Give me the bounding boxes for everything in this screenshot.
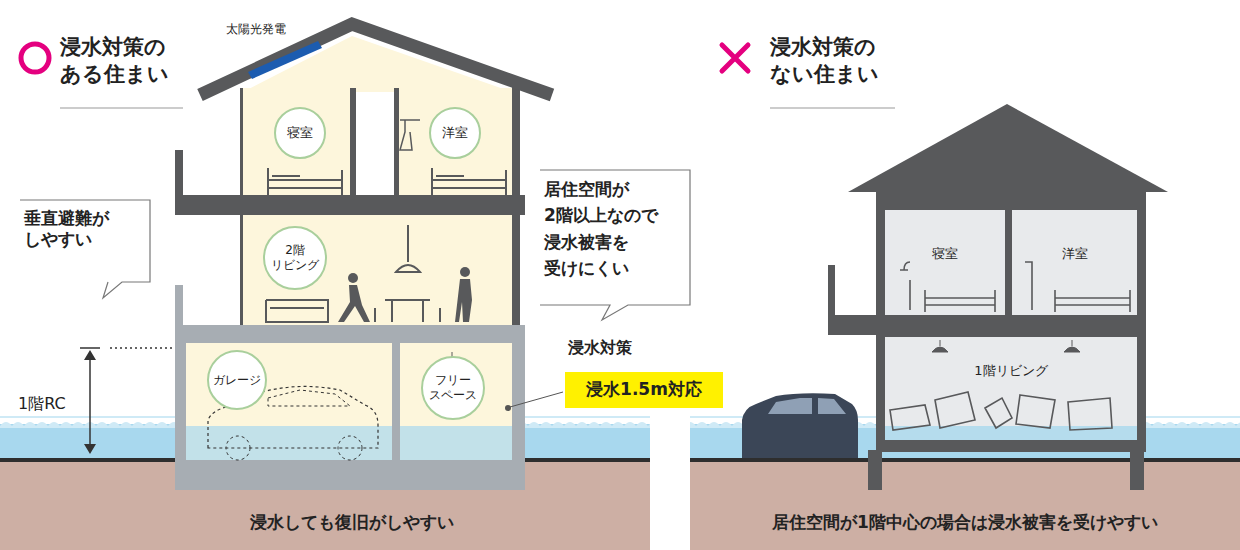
node-text: 垂直避難が しやすい bbox=[24, 208, 119, 251]
underline bbox=[770, 108, 895, 109]
room-box: 寝室 bbox=[885, 210, 1005, 262]
wall bbox=[350, 88, 356, 196]
node-text: 居住空間が 2階以上なので 浸水被害を 受けにくい bbox=[544, 176, 670, 281]
rc-floor bbox=[175, 325, 525, 490]
pillar bbox=[1130, 450, 1144, 490]
underline bbox=[60, 108, 183, 109]
pillar bbox=[868, 450, 882, 490]
wheel bbox=[338, 436, 362, 460]
inner-water bbox=[186, 426, 392, 460]
car bbox=[742, 393, 858, 458]
car-window bbox=[768, 398, 846, 414]
callout-box: 居住空間が 2階以上なので 浸水被害を 受けにくい bbox=[544, 176, 684, 301]
leader-dot bbox=[505, 405, 511, 411]
solar-panel bbox=[248, 41, 322, 79]
node-text: 2階 リビング bbox=[269, 243, 321, 273]
roof bbox=[848, 104, 1168, 192]
free-room bbox=[400, 343, 512, 460]
western-room bbox=[398, 88, 512, 196]
node-text: 寝室 bbox=[287, 125, 313, 141]
room-box: 1階リビング bbox=[885, 337, 1137, 379]
bedroom bbox=[243, 88, 350, 196]
node-text: 浸水1.5m対応 bbox=[586, 379, 702, 400]
car-window bbox=[268, 390, 350, 406]
wall bbox=[240, 88, 243, 196]
dim-tick bbox=[80, 347, 100, 349]
wheel bbox=[226, 436, 250, 460]
node-text: フリー スペース bbox=[427, 373, 479, 403]
clothes bbox=[400, 120, 420, 150]
heading: 浸水対策の ある住まい bbox=[60, 34, 178, 89]
ground-line bbox=[690, 458, 1240, 462]
caption: 浸水しても復旧がしやすい bbox=[250, 511, 454, 533]
balcony-wall bbox=[175, 285, 183, 330]
floor-slab bbox=[175, 195, 525, 215]
western-room bbox=[1012, 210, 1137, 315]
walls bbox=[876, 190, 1146, 452]
room-circle: ガレージ bbox=[207, 350, 267, 410]
part-label: 太陽光発電 bbox=[226, 22, 286, 38]
node-text: ガレージ bbox=[213, 373, 261, 388]
person bbox=[338, 267, 472, 322]
bed bbox=[268, 168, 506, 195]
room-circle: フリー スペース bbox=[421, 356, 485, 420]
water bbox=[0, 424, 650, 460]
room-circle: 2階 リビング bbox=[263, 226, 327, 290]
living-room bbox=[243, 215, 512, 325]
ground bbox=[690, 460, 1240, 550]
furniture bbox=[890, 262, 1130, 430]
bedroom bbox=[885, 210, 1005, 315]
node-text: 洋室 bbox=[1062, 246, 1088, 262]
caption: 居住空間が1階中心の場合は浸水被害を受けやすい bbox=[772, 511, 1158, 533]
ng-mark bbox=[722, 45, 748, 71]
speech-bubble bbox=[20, 200, 150, 298]
level-line bbox=[110, 347, 172, 349]
ok-mark bbox=[21, 44, 49, 72]
heading: 浸水対策の ない住まい bbox=[770, 34, 888, 89]
leader-line bbox=[510, 392, 563, 407]
dimension-label: 1階RC bbox=[18, 394, 66, 415]
room-box: 洋室 bbox=[1012, 210, 1137, 262]
balcony-wall bbox=[828, 265, 835, 320]
callout-box: 垂直避難が しやすい bbox=[24, 208, 142, 278]
room-circle: 寝室 bbox=[274, 107, 326, 159]
lamp bbox=[932, 340, 1080, 352]
room-circle: 洋室 bbox=[429, 107, 481, 159]
wall bbox=[240, 215, 243, 327]
node-text: 洋室 bbox=[442, 125, 468, 141]
dim-line bbox=[89, 352, 91, 452]
living bbox=[885, 337, 1137, 440]
node-text: 寝室 bbox=[932, 246, 958, 262]
balcony bbox=[828, 315, 878, 335]
note: 浸水対策 bbox=[568, 338, 632, 359]
garage-room bbox=[186, 343, 392, 460]
highlight-box: 浸水1.5m対応 bbox=[565, 372, 723, 408]
wall bbox=[394, 88, 399, 196]
speech-bubble bbox=[540, 170, 690, 320]
dim-arrow bbox=[84, 350, 96, 454]
node-text: 1階リビング bbox=[974, 363, 1047, 379]
inner-water bbox=[400, 426, 512, 460]
